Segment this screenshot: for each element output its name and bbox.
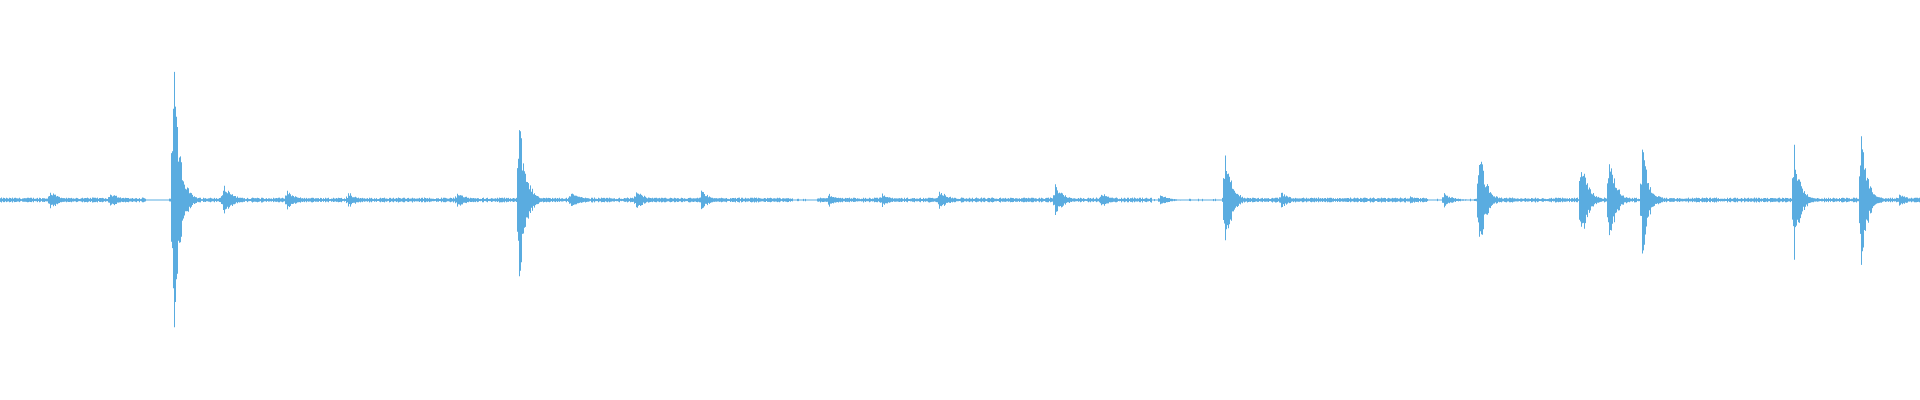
waveform-signal — [0, 71, 1920, 328]
